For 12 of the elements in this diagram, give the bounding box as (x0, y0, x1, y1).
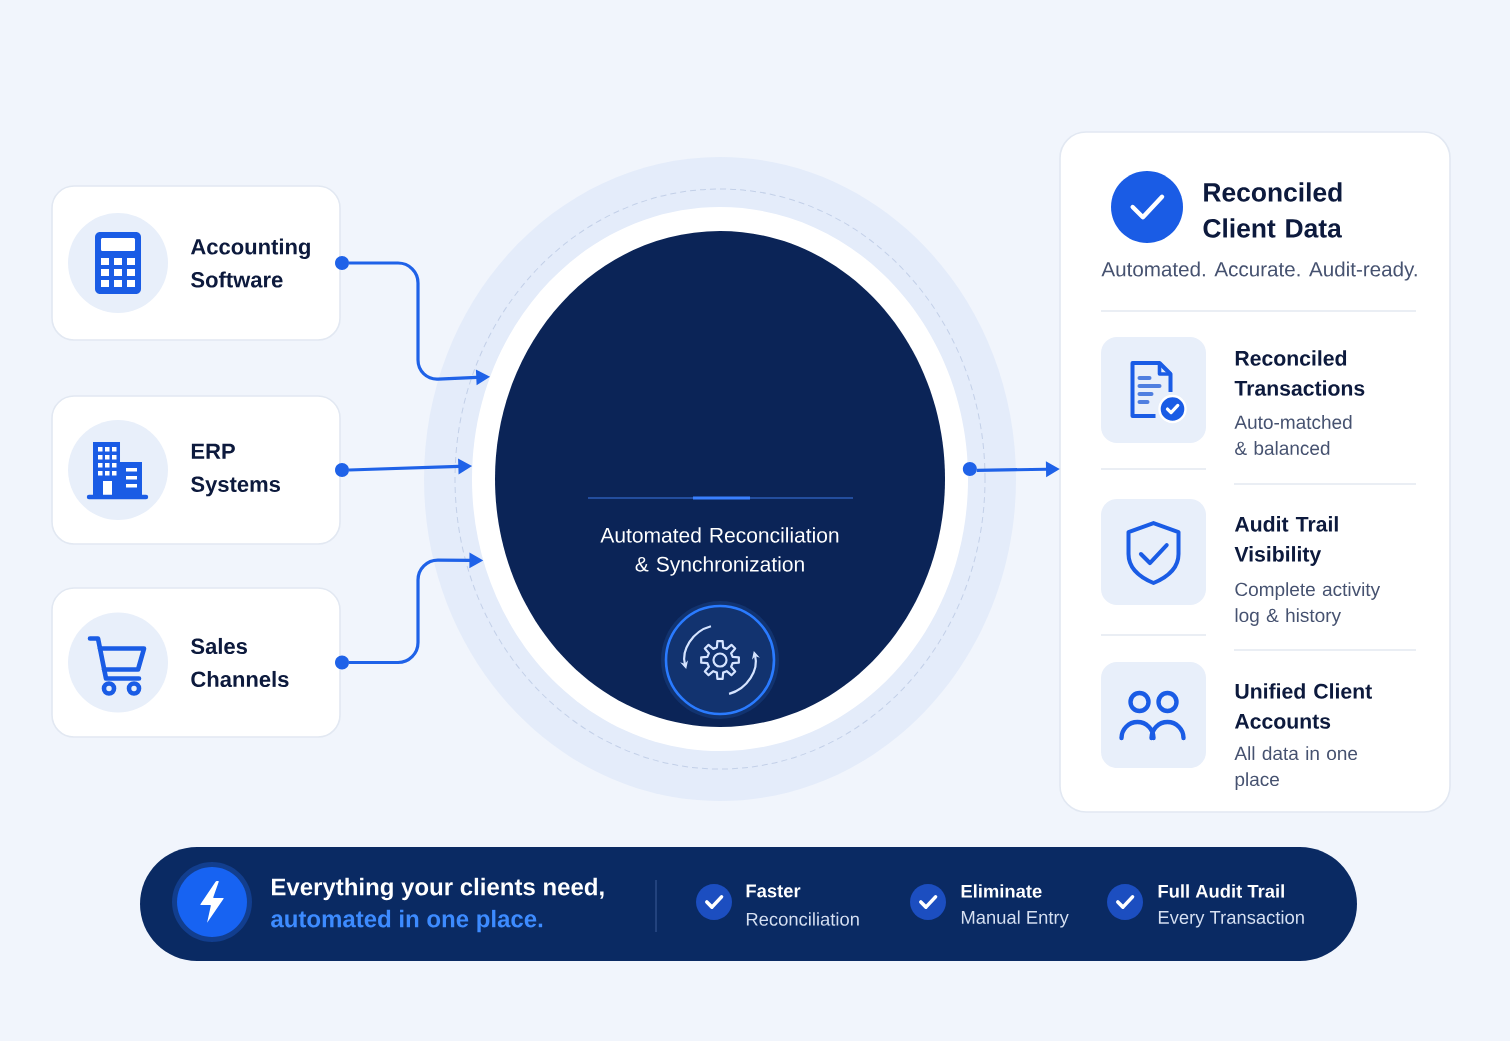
item-description: Complete activity log & history (1235, 582, 1381, 626)
item-title: Reconciled Transactions (1234, 350, 1365, 396)
benefit-title: Eliminate (961, 884, 1042, 898)
item-description: All data in one place (1234, 746, 1358, 790)
item-description: Auto-matched & balanced (1234, 415, 1352, 455)
item-title: Unified Client Accounts (1234, 683, 1372, 729)
item-title: Audit Trail Visibility (1234, 516, 1338, 566)
benefit-title: Faster (746, 884, 801, 898)
benefit-text: Manual Entry (961, 910, 1069, 928)
benefit-title: Full Audit Trail (1158, 884, 1284, 898)
benefit-text: Reconciliation (746, 912, 859, 926)
benefit-text: Every Transaction (1158, 910, 1304, 928)
